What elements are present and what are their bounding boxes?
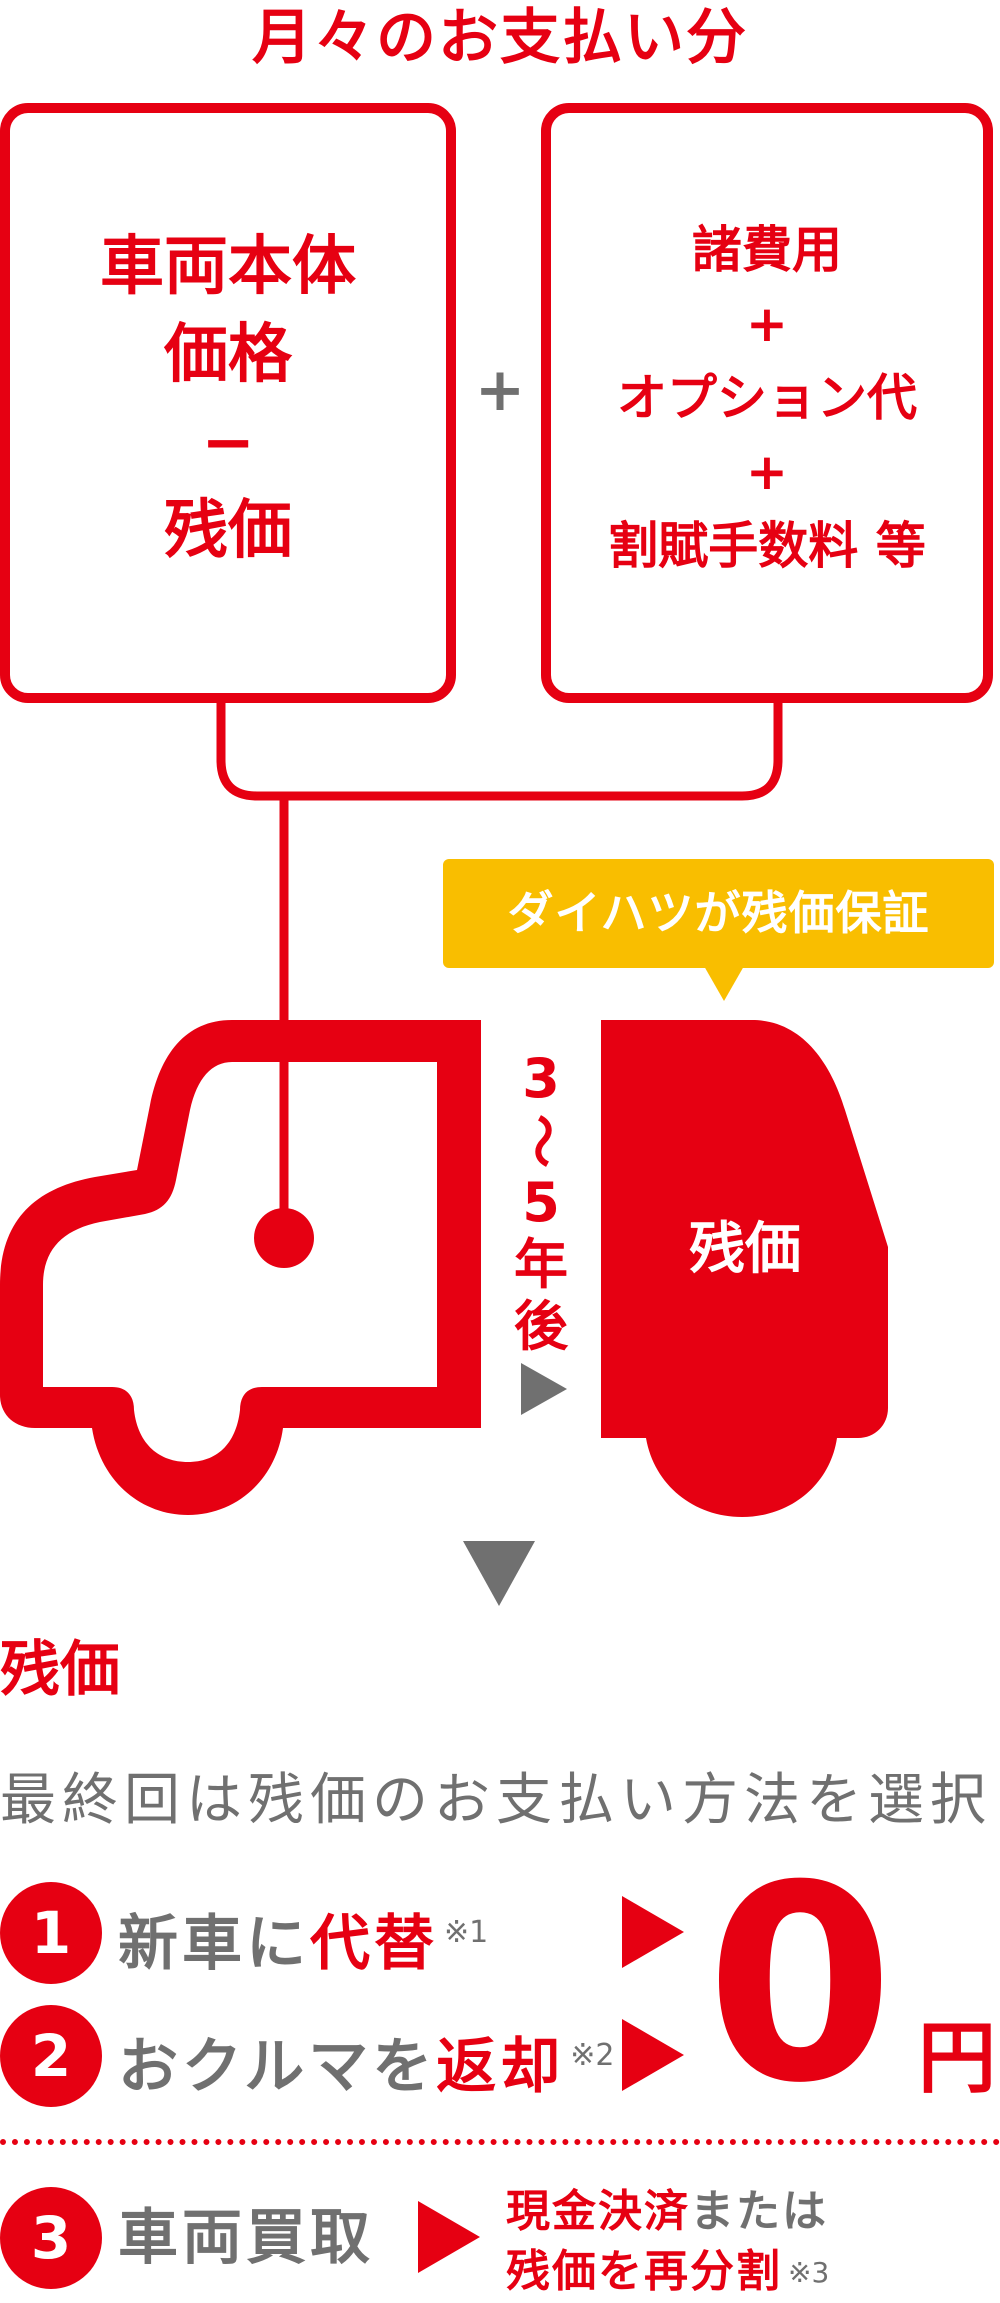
plus-operator: + xyxy=(474,355,526,425)
option-number-badge: 2 xyxy=(0,2005,102,2107)
box-left-line: 残価 xyxy=(164,494,292,568)
plus-sign: + xyxy=(746,443,788,501)
arrow-right-icon xyxy=(622,2019,684,2091)
car-residual-label: 残価 xyxy=(689,1217,801,1282)
box-right-line: 諸費用 xyxy=(692,221,842,279)
option-3-text: 車両買取 xyxy=(118,2203,374,2273)
option-text-red: 返却 xyxy=(436,2032,565,2102)
zero-amount: 0 xyxy=(706,1827,894,2142)
option-number-badge: 3 xyxy=(0,2187,102,2289)
dotted-divider xyxy=(0,2139,1000,2145)
minus-sign: − xyxy=(201,406,255,480)
connector-bracket xyxy=(216,700,783,801)
result-text-red: 現金決済 xyxy=(506,2186,690,2237)
residual-heading: 残価 xyxy=(0,1635,120,1705)
car-dot-icon xyxy=(254,1208,314,1268)
option-text-gray: 新車に xyxy=(118,1909,310,1979)
years-char: 〜 xyxy=(510,1114,573,1168)
residual-subtitle: 最終回は残価のお支払い方法を選択 xyxy=(0,1768,992,1833)
box-right-line: 割賦手数料 等 xyxy=(608,517,926,575)
result-text-gray: または xyxy=(690,2186,828,2237)
option-text-gray: おクルマを xyxy=(118,2032,437,2102)
option-text-red: 代替 xyxy=(310,1909,438,1979)
car-front-icon xyxy=(0,1020,481,1515)
result-line-1: 現金決済または xyxy=(506,2182,829,2242)
footnote-marker: ※3 xyxy=(788,2256,830,2289)
option-number-badge: 1 xyxy=(0,1882,102,1984)
years-later-label: 3 〜 5 年 後 xyxy=(505,1048,577,1358)
box-left-line: 価格 xyxy=(164,318,292,392)
time-arrow-icon xyxy=(521,1363,567,1415)
vehicle-price-box: 車両本体 価格 − 残価 xyxy=(0,103,456,703)
option-1-text: 新車に代替※1 xyxy=(118,1882,488,1995)
option-2-text: おクルマを返却※2 xyxy=(118,2005,614,2118)
fees-box: 諸費用 + オプション代 + 割賦手数料 等 xyxy=(541,103,993,703)
footnote-marker: ※2 xyxy=(570,2038,615,2073)
page-title: 月々のお支払い分 xyxy=(252,3,748,73)
car-rear-icon xyxy=(601,1020,888,1517)
arrow-right-icon xyxy=(622,1896,684,1968)
down-arrow-icon xyxy=(463,1541,535,1606)
years-char: 年 xyxy=(514,1233,568,1296)
diagram-graphics xyxy=(0,700,888,1606)
result-text-red: 残価を再分割 xyxy=(506,2246,782,2297)
footnote-marker: ※1 xyxy=(444,1915,489,1950)
plus-sign: + xyxy=(746,295,788,353)
box-left-line: 車両本体 xyxy=(100,230,356,304)
years-char: 5 xyxy=(522,1171,560,1234)
option-3-result: 現金決済または 残価を再分割※3 xyxy=(506,2182,829,2303)
years-char: 後 xyxy=(514,1295,568,1358)
result-line-2: 残価を再分割※3 xyxy=(506,2242,829,2303)
arrow-right-icon xyxy=(418,2201,480,2273)
box-right-line: オプション代 xyxy=(617,369,917,427)
years-char: 3 xyxy=(522,1047,560,1110)
badge-pointer-icon xyxy=(704,966,744,1001)
yen-unit: 円 xyxy=(918,2014,997,2104)
residual-guarantee-badge: ダイハツが残価保証 xyxy=(443,859,994,968)
